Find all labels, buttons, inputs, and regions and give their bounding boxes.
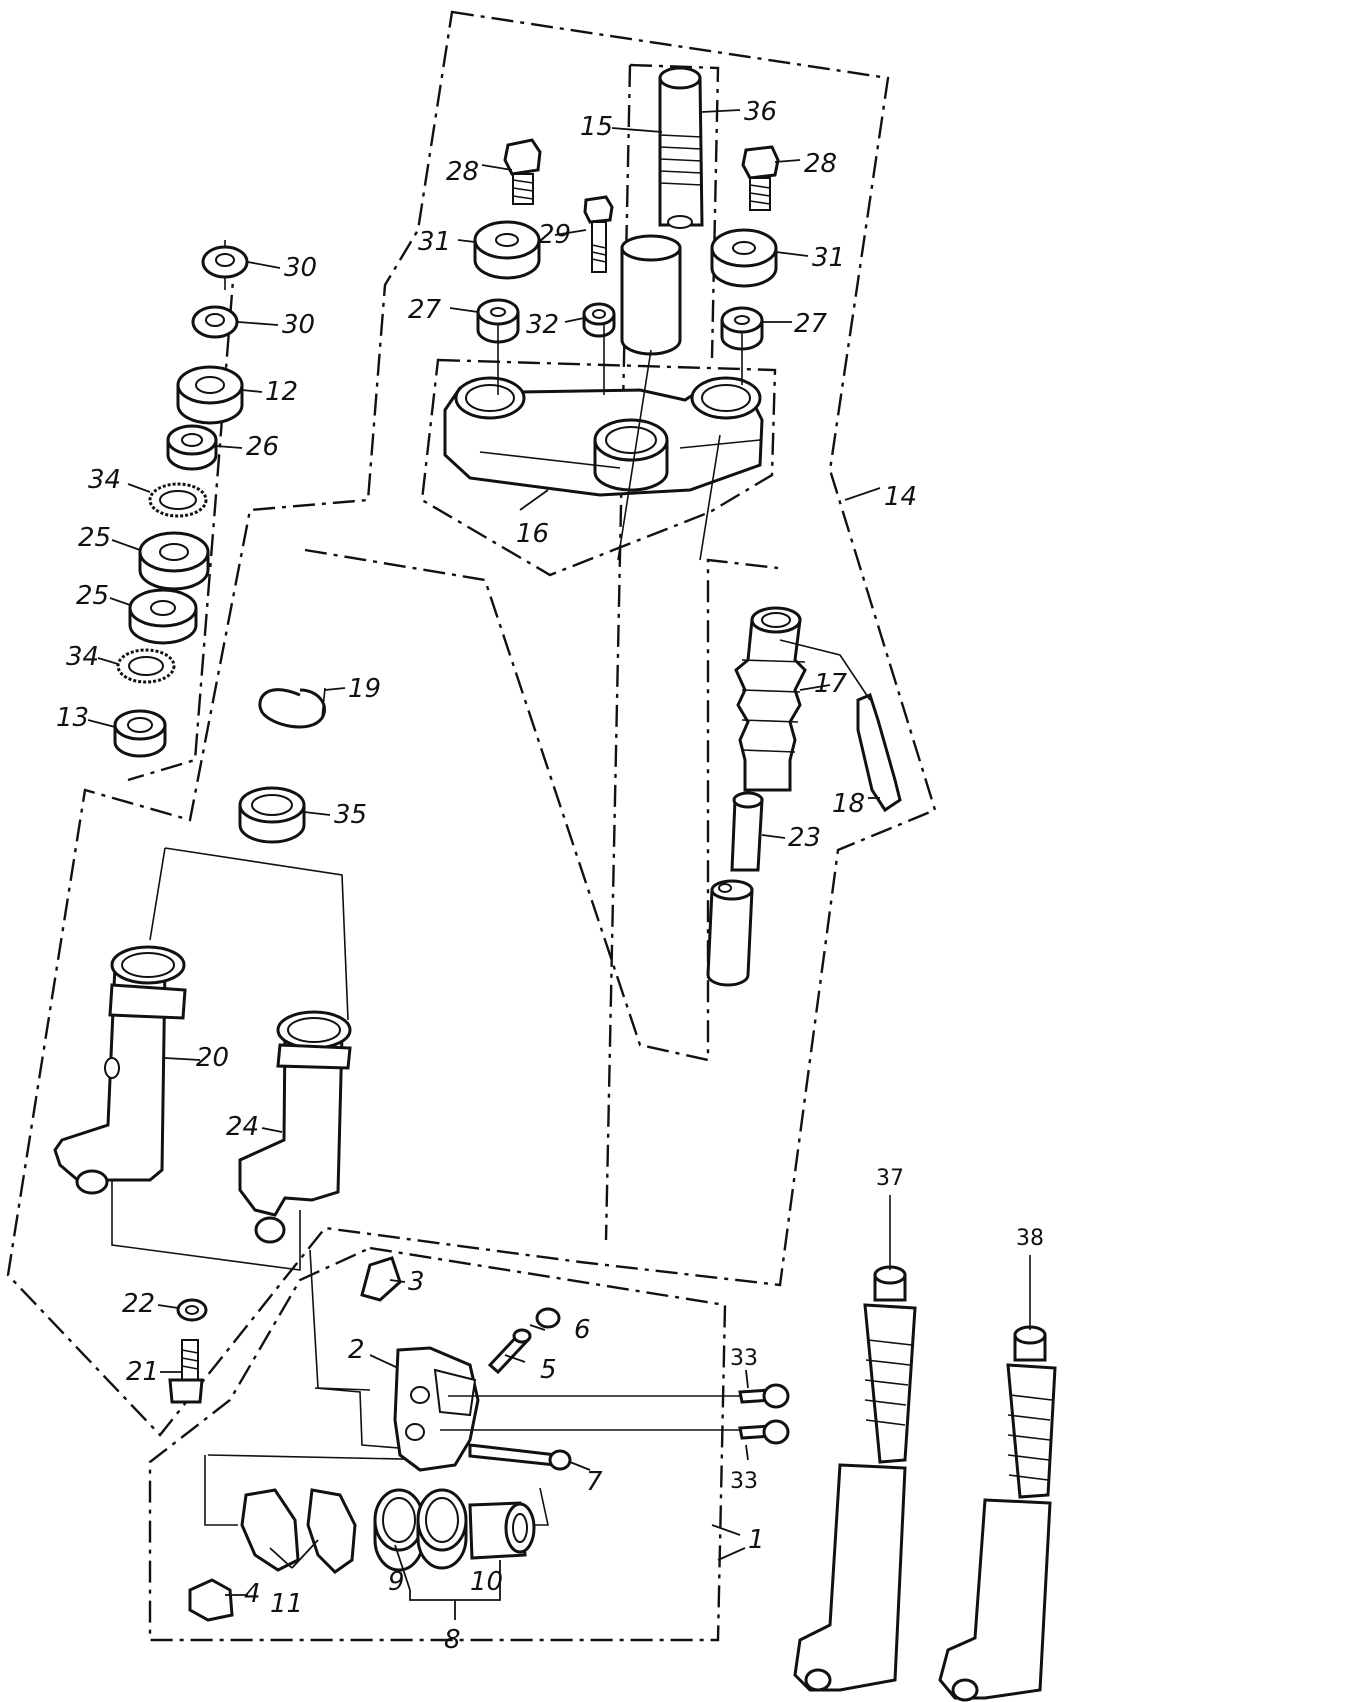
label-34-top: 34 xyxy=(88,465,121,495)
label-19: 19 xyxy=(348,674,381,704)
part-5-bleed-screw xyxy=(487,1328,532,1375)
part-33-bolt-top xyxy=(448,1383,790,1409)
label-5: 5 xyxy=(540,1355,557,1385)
label-38: 38 xyxy=(1016,1226,1044,1251)
label-32: 32 xyxy=(526,310,559,340)
part-25-bearing-top xyxy=(138,531,210,591)
label-31-left: 31 xyxy=(418,227,451,257)
label-33-top: 33 xyxy=(730,1346,758,1371)
part-31-washer-right xyxy=(710,228,778,288)
label-35: 35 xyxy=(334,800,367,830)
label-10: 10 xyxy=(470,1567,503,1597)
label-18: 18 xyxy=(832,789,865,819)
label-31-right: 31 xyxy=(812,243,845,273)
label-8: 8 xyxy=(444,1625,461,1655)
label-16: 16 xyxy=(516,519,549,549)
label-25-top: 25 xyxy=(78,523,111,553)
label-29: 29 xyxy=(538,220,571,250)
label-26: 26 xyxy=(246,432,279,462)
label-21: 21 xyxy=(126,1357,159,1387)
label-11: 11 xyxy=(270,1589,303,1619)
inner-fork-group-outline xyxy=(304,548,779,1062)
label-23: 23 xyxy=(788,823,821,853)
label-9: 9 xyxy=(388,1567,405,1597)
label-28-right: 28 xyxy=(804,149,837,179)
part-20-outer-tube-left xyxy=(53,945,187,1195)
part-29-pinch-bolt xyxy=(583,195,614,273)
part-17-dust-boot xyxy=(734,606,807,792)
label-4: 4 xyxy=(244,1579,261,1609)
part-13-lower-cone xyxy=(113,709,167,758)
part-21-bolt xyxy=(168,1339,204,1404)
caliper-group-1-outline xyxy=(148,1246,727,1642)
part-16-top-bridge xyxy=(443,376,764,497)
label-28-left: 28 xyxy=(446,157,479,187)
part-12-bearing-cover xyxy=(176,365,244,425)
part-10-piston xyxy=(468,1501,536,1560)
label-33-bottom: 33 xyxy=(730,1469,758,1494)
part-38-complete-fork-right xyxy=(938,1255,1057,1702)
part-30-castle-nut-bottom xyxy=(191,305,239,339)
outer-tube-group-outline xyxy=(111,847,349,1271)
part-24-outer-tube-right xyxy=(238,1010,352,1244)
part-32-nut xyxy=(582,302,616,338)
part-7-pin xyxy=(468,1443,572,1471)
leader-lines xyxy=(87,109,881,1620)
caliper-inner-frame xyxy=(204,1249,549,1526)
label-27-right: 27 xyxy=(794,309,828,339)
label-1: 1 xyxy=(748,1525,765,1555)
label-25-bottom: 25 xyxy=(76,581,109,611)
label-30-bottom: 30 xyxy=(282,310,315,340)
part-6-bleed-cap xyxy=(535,1307,561,1329)
part-28-bolt-left xyxy=(503,138,542,205)
part-33-bolt-bottom xyxy=(440,1419,790,1445)
damper-rod xyxy=(706,879,754,987)
label-34-bottom: 34 xyxy=(66,642,99,672)
label-36: 36 xyxy=(744,97,777,127)
label-24: 24 xyxy=(226,1112,259,1142)
part-22-washer xyxy=(176,1298,208,1322)
part-28-bolt-right xyxy=(741,145,780,211)
assembly-axis-lines xyxy=(497,325,743,561)
upper-bridge-group-outline xyxy=(420,358,777,577)
part-4-pad-spring xyxy=(188,1578,234,1622)
part-9-piston-seals xyxy=(373,1488,468,1572)
part-34-ball-race-top xyxy=(148,482,208,518)
part-31-washer-left xyxy=(473,220,541,280)
label-22: 22 xyxy=(122,1289,155,1319)
part-3-clip xyxy=(360,1256,402,1302)
label-20: 20 xyxy=(196,1043,229,1073)
group-14-outline xyxy=(6,10,937,1437)
part-15-fork-tube-top xyxy=(658,66,704,229)
part-34-ball-race-bottom xyxy=(116,648,176,684)
label-30-top: 30 xyxy=(284,253,317,283)
label-6: 6 xyxy=(574,1315,591,1345)
label-37: 37 xyxy=(876,1166,904,1191)
label-17: 17 xyxy=(814,669,848,699)
label-13: 13 xyxy=(56,703,89,733)
part-11-brake-pads xyxy=(240,1488,357,1574)
part-18-bracket xyxy=(779,639,902,813)
part-25-bearing-bottom xyxy=(128,588,198,645)
part-35-oil-seal xyxy=(238,786,306,844)
part-2-caliper-body xyxy=(393,1346,480,1472)
label-3: 3 xyxy=(408,1267,425,1297)
label-7: 7 xyxy=(586,1467,603,1497)
fork-tube-lower-sleeve xyxy=(620,234,682,356)
label-12: 12 xyxy=(265,377,298,407)
label-14: 14 xyxy=(884,482,917,512)
part-30-castle-nut-top xyxy=(201,240,249,290)
part-23-spacer xyxy=(730,791,764,872)
part-37-complete-fork-left xyxy=(793,1195,917,1692)
label-2: 2 xyxy=(348,1335,365,1365)
part-26-bearing-race xyxy=(166,424,218,471)
label-15: 15 xyxy=(580,112,613,142)
label-27-left: 27 xyxy=(408,295,442,325)
callout-labels: 30 30 12 26 34 25 25 34 13 19 35 20 24 2… xyxy=(56,97,1044,1655)
part-19-circlip xyxy=(258,687,326,729)
